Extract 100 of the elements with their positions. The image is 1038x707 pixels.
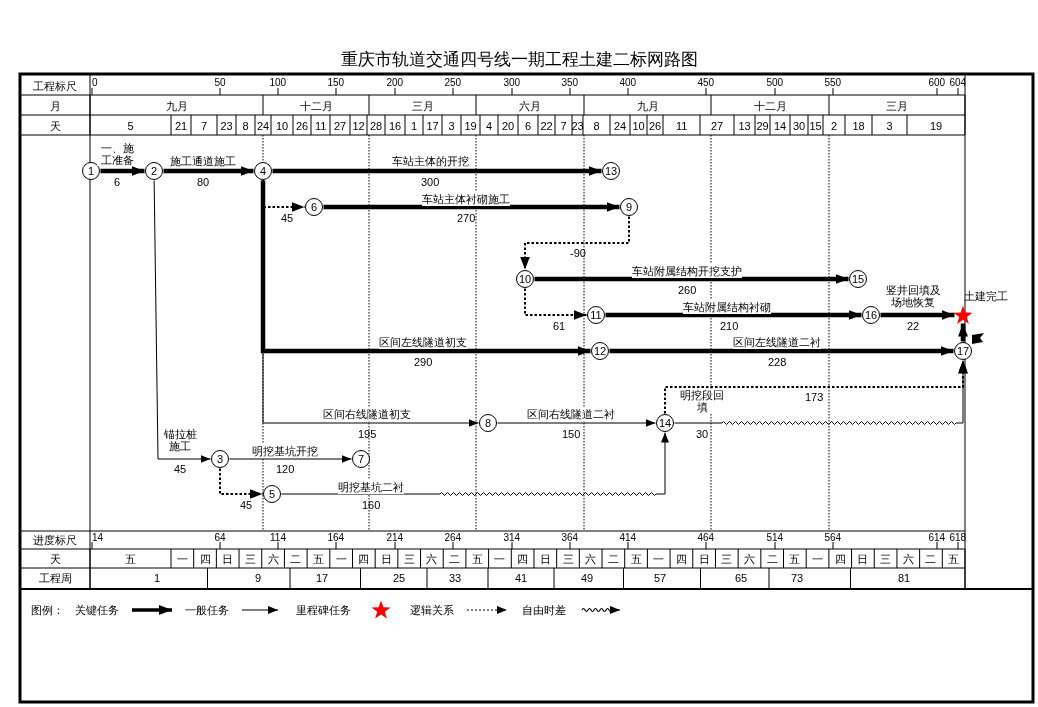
day-label: 27	[334, 119, 347, 134]
scale-number: 364	[561, 532, 579, 544]
scale-number: 450	[697, 77, 715, 89]
edge-label: 锚拉桩施工	[162, 428, 198, 452]
scale-number: 550	[824, 77, 842, 89]
day-label: 22	[540, 119, 553, 134]
day-label: 14	[774, 119, 787, 134]
edge-label: 区间左线隧道初支	[379, 335, 467, 349]
week-number: 81	[898, 571, 911, 585]
day-label: 18	[852, 119, 865, 134]
day-label: 10	[276, 119, 289, 134]
duration-label: 45	[174, 462, 187, 476]
week-number: 49	[581, 571, 594, 585]
duration-label: 80	[197, 175, 210, 189]
weekday-label: 日	[381, 552, 392, 566]
arrow	[260, 180, 591, 356]
arrow	[958, 323, 968, 342]
event-circle: 14	[656, 414, 674, 432]
duration-label: 270	[457, 211, 476, 225]
legend-label: 里程碑任务	[296, 603, 351, 617]
row-header: 天	[49, 119, 61, 134]
dotted-arrow	[219, 467, 264, 499]
arrow	[163, 166, 254, 176]
row-header: 月	[49, 99, 61, 114]
month-label: 九月	[165, 99, 188, 114]
legend-label: 一般任务	[185, 603, 229, 617]
day-label: 24	[257, 119, 270, 134]
day-label: 19	[930, 119, 943, 134]
arrow	[281, 432, 669, 496]
duration-label: 45	[240, 498, 253, 512]
duration-label: 45	[281, 211, 294, 225]
arrow	[323, 202, 620, 212]
weekday-label: 四	[199, 552, 211, 566]
event-circle: 6	[305, 198, 323, 216]
weekday-label: 四	[517, 552, 529, 566]
day-label: 8	[242, 119, 249, 134]
day-label: 17	[426, 119, 439, 134]
scale-number: 264	[444, 532, 462, 544]
day-label: 15	[809, 119, 822, 134]
week-number: 17	[316, 571, 329, 585]
arrow	[534, 274, 849, 284]
month-label: 三月	[886, 99, 908, 114]
duration-label: 61	[553, 319, 566, 333]
weekday-label: 五	[125, 552, 136, 566]
day-label: 3	[886, 119, 893, 134]
weekday-label: 一	[335, 552, 347, 566]
event-circle: 17	[954, 342, 972, 360]
weekday-label: 一	[653, 552, 665, 566]
scale-number: 514	[766, 532, 784, 544]
scale-number: 564	[824, 532, 842, 544]
weekday-label: 六	[744, 552, 755, 566]
scale-number: 50	[214, 77, 226, 89]
edge-label: 区间右线隧道二衬	[527, 407, 615, 421]
weekday-label: 二	[766, 552, 778, 566]
scale-number: 0	[92, 77, 98, 89]
weekday-label: 五	[471, 552, 483, 566]
day-label: 28	[370, 119, 383, 134]
duration-label: 30	[696, 427, 709, 441]
month-label: 九月	[636, 99, 659, 114]
weekday-label: 五	[948, 552, 960, 566]
edge-label: 区间右线隧道初支	[323, 407, 411, 421]
event-circle: 13	[602, 162, 620, 180]
event-circle: 5	[263, 485, 281, 503]
milestone-label: 土建完工	[964, 289, 1008, 303]
edge-label: 明挖基坑开挖	[252, 444, 318, 458]
scale-number: 14	[92, 532, 104, 544]
day-label: 6	[525, 119, 532, 134]
week-number: 33	[449, 571, 462, 585]
day-label: 30	[793, 119, 806, 134]
event-circle: 12	[591, 342, 609, 360]
arrow	[609, 346, 954, 356]
dotted-arrow	[664, 359, 968, 415]
duration-label: -90	[570, 246, 586, 260]
edge-label: 施工通道施工	[170, 154, 236, 168]
week-number: 9	[255, 571, 262, 585]
scale-number: 614	[928, 532, 946, 544]
scale-number: 600	[928, 77, 946, 89]
day-label: 19	[464, 119, 477, 134]
weekday-label: 四	[358, 552, 370, 566]
arrow	[100, 166, 145, 176]
day-label: 16	[389, 119, 402, 134]
duration-label: 160	[362, 498, 381, 512]
month-label: 十二月	[299, 99, 333, 114]
arrow	[272, 166, 602, 176]
weekday-label: 日	[222, 552, 234, 566]
scale-number: 114	[270, 532, 286, 544]
dotted-arrow	[524, 287, 588, 320]
weekday-label: 三	[403, 552, 415, 566]
day-label: 11	[315, 119, 327, 134]
day-label: 7	[201, 119, 208, 134]
arrow	[153, 180, 211, 463]
day-label: 4	[486, 119, 493, 134]
scale-number: 414	[619, 532, 637, 544]
arrow	[497, 419, 656, 427]
legend-label: 自由时差	[522, 603, 566, 617]
scale-number: 604	[949, 77, 967, 89]
duration-label: 120	[276, 462, 295, 476]
month-label: 十二月	[753, 99, 787, 114]
row-header: 进度标尺	[33, 533, 77, 547]
day-label: 2	[831, 119, 838, 134]
